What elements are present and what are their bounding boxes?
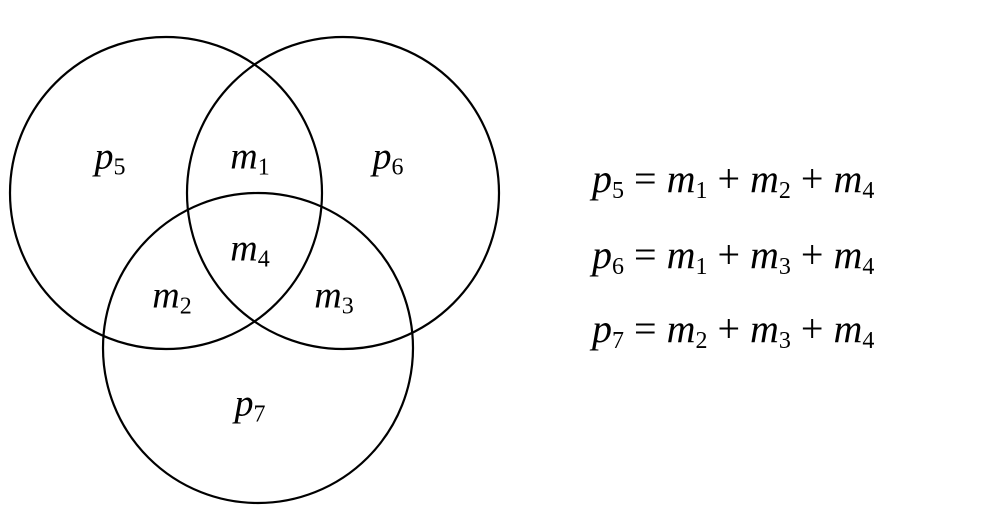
region-label-p7: p7	[234, 382, 266, 428]
region-label-m2: m2	[152, 274, 192, 320]
region-label-m4: m4	[230, 227, 270, 273]
equation-p6: p6=m1+m3+m4	[592, 232, 875, 280]
circle-left	[8, 35, 324, 351]
circle-bottom	[101, 191, 415, 505]
region-label-m3: m3	[314, 274, 354, 320]
equation-p5: p5=m1+m2+m4	[592, 156, 875, 204]
circle-right	[185, 35, 501, 351]
region-label-p5: p5	[94, 135, 126, 181]
region-label-p6: p6	[372, 135, 404, 181]
equation-p7: p7=m2+m3+m4	[592, 306, 875, 354]
region-label-m1: m1	[230, 135, 270, 181]
